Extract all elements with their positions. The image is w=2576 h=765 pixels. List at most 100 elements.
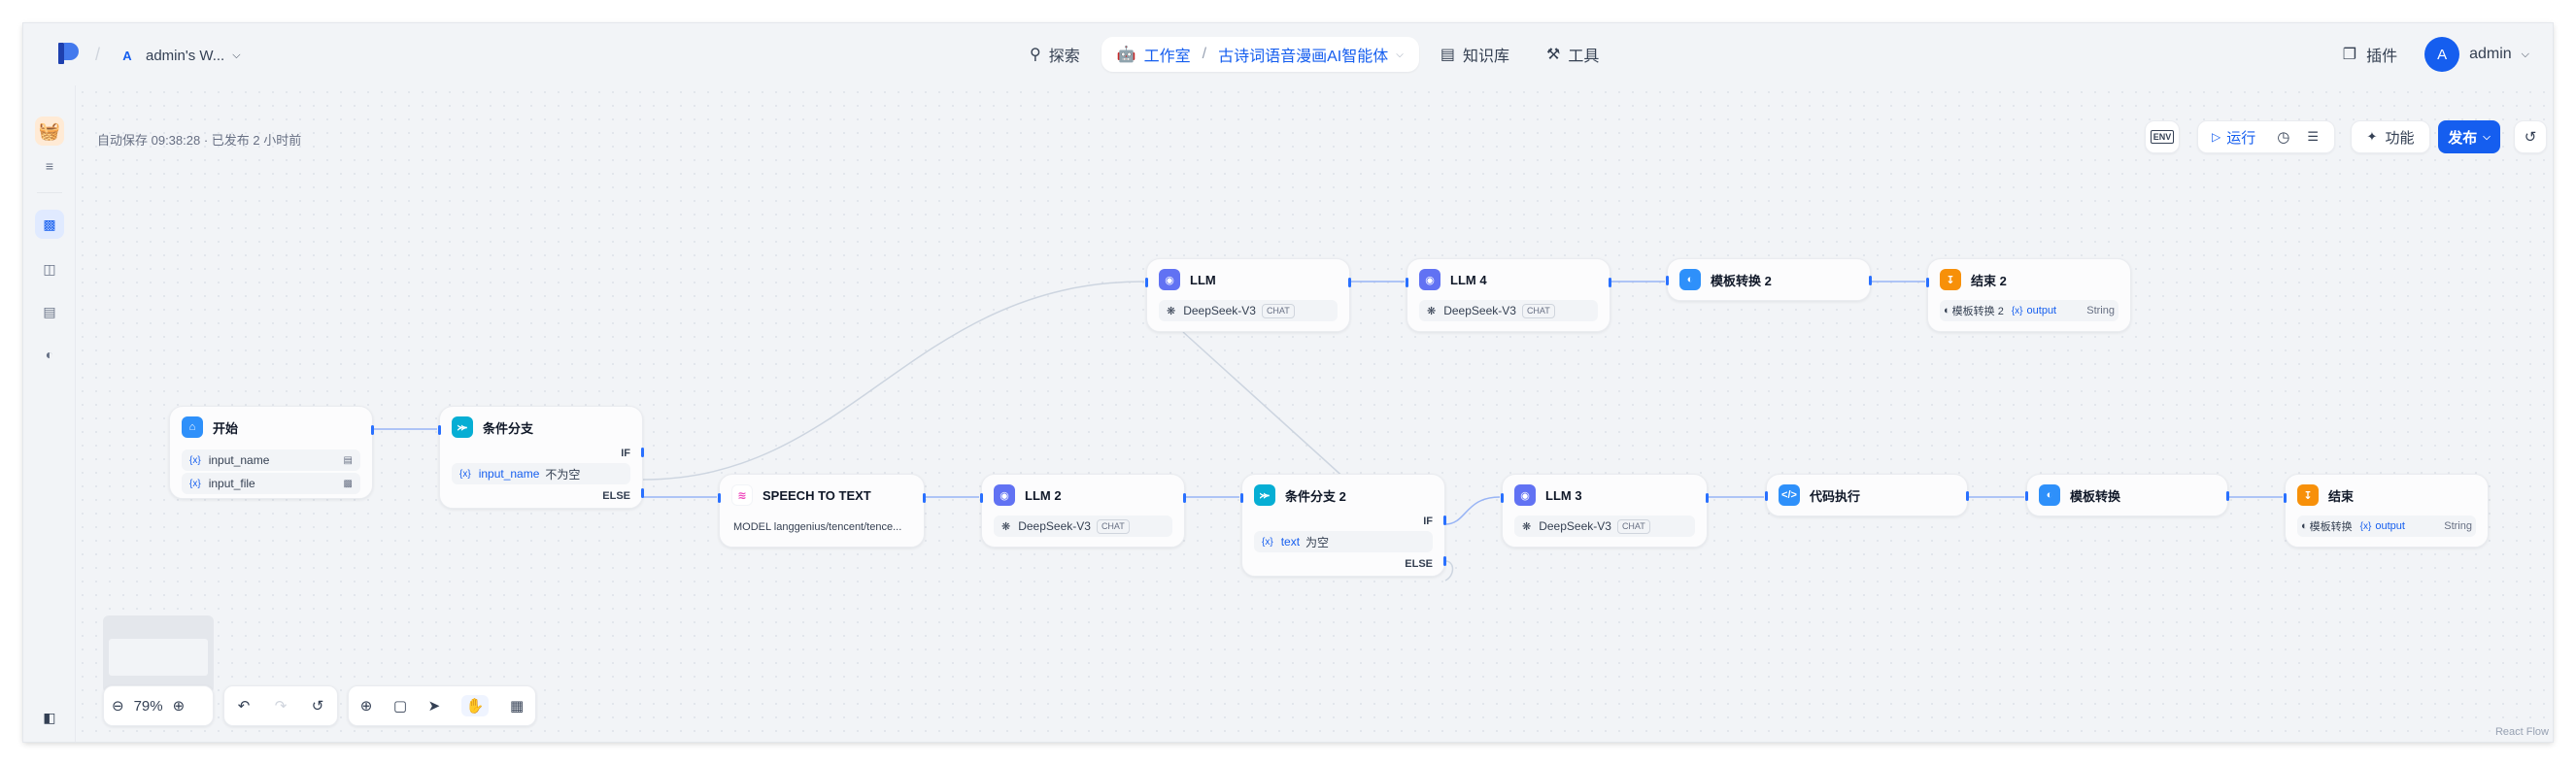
add-node-icon[interactable]: ⊕: [359, 698, 373, 715]
collapse-sidebar-icon[interactable]: ◧: [43, 709, 56, 725]
node-header: ↧ 结束: [2297, 484, 2354, 506]
output-var: output: [2026, 305, 2057, 316]
current-app-name[interactable]: 古诗词语音漫画AI智能体: [1218, 49, 1389, 65]
zoom-out-icon[interactable]: ⊖: [112, 698, 124, 715]
publish-button[interactable]: 发布 ⌵: [2438, 120, 2500, 153]
if-handle[interactable]: [641, 448, 644, 457]
node-end[interactable]: ↧ 结束 ◐ 模板转换 {x} output String: [2284, 474, 2489, 548]
variable-icon: {x}: [459, 468, 471, 480]
monitor-icon[interactable]: ◐: [45, 347, 54, 362]
user-menu[interactable]: A admin ⌵: [2424, 37, 2529, 72]
terminal-icon[interactable]: ◫: [43, 260, 56, 277]
output-handle[interactable]: [1183, 493, 1186, 503]
app-icon[interactable]: 🧺: [35, 116, 64, 146]
nav-explore[interactable]: ⚲ 探索: [1014, 37, 1096, 72]
node-llm-3[interactable]: ◉ LLM 3 ❋ DeepSeek-V3 CHAT: [1501, 474, 1709, 548]
react-flow-attribution[interactable]: React Flow: [2494, 726, 2549, 738]
mode-badge: CHAT: [1261, 303, 1295, 318]
cond-var: input_name: [478, 467, 540, 481]
node-title: 代码执行: [1810, 488, 1861, 504]
input-handle[interactable]: [438, 425, 441, 435]
dify-logo-icon[interactable]: [58, 41, 80, 66]
publish-label: 发布: [2448, 129, 2478, 147]
input-handle[interactable]: [1501, 493, 1504, 503]
nav-knowledge[interactable]: ▤ 知识库: [1425, 37, 1525, 72]
history-icon[interactable]: ↺: [311, 698, 324, 715]
workflow-icon[interactable]: ▩: [35, 210, 64, 239]
node-start[interactable]: ⌂ 开始 {x} input_name ▤ {x} input_file ▩: [169, 406, 374, 499]
add-note-icon[interactable]: ▢: [392, 698, 408, 715]
layout-icon[interactable]: ▦: [509, 698, 525, 715]
features-button[interactable]: ✦ 功能: [2351, 120, 2430, 153]
input-handle[interactable]: [2025, 491, 2028, 501]
var-name: input_file: [208, 477, 255, 490]
output-handle[interactable]: [1869, 276, 1872, 285]
zoom-in-icon[interactable]: ⊕: [172, 698, 186, 715]
else-label: ELSE: [602, 490, 630, 502]
if-handle[interactable]: [1443, 516, 1446, 525]
pointer-icon[interactable]: ➤: [427, 698, 441, 715]
input-handle[interactable]: [1145, 278, 1148, 287]
run-history-icon[interactable]: ◷: [2277, 129, 2290, 146]
mode-badge: CHAT: [1616, 518, 1650, 534]
output-handle[interactable]: [1609, 278, 1611, 287]
undo-icon[interactable]: ↶: [237, 698, 251, 715]
output-handle[interactable]: [1706, 493, 1709, 503]
model-row: ❋ DeepSeek-V3 CHAT: [1159, 300, 1338, 321]
hand-icon[interactable]: ✋: [460, 695, 490, 716]
input-handle[interactable]: [718, 493, 721, 503]
node-code[interactable]: </> 代码执行: [1765, 474, 1969, 516]
condition-row: {x} input_name 不为空: [452, 463, 630, 484]
history-icon: ↺: [2524, 129, 2537, 146]
output-var: output: [2375, 520, 2405, 532]
edge-if1-llm: [642, 281, 1145, 481]
output-handle[interactable]: [371, 425, 374, 435]
node-title: 开始: [213, 420, 239, 436]
plugins-button[interactable]: ❐ 插件: [2343, 43, 2397, 66]
chevron-down-icon[interactable]: ⌵: [1396, 49, 1404, 60]
version-history-button[interactable]: ↺: [2514, 120, 2547, 153]
node-llm-2[interactable]: ◉ LLM 2 ❋ DeepSeek-V3 CHAT: [980, 474, 1186, 548]
nav-studio[interactable]: 🤖 工作室 / 古诗词语音漫画AI智能体 ⌵: [1101, 37, 1419, 72]
input-handle[interactable]: [1406, 278, 1408, 287]
run-button[interactable]: ▷ 运行: [2212, 127, 2255, 148]
minimap[interactable]: [103, 615, 214, 693]
variable-icon: {x}: [2359, 520, 2372, 532]
node-end-2[interactable]: ↧ 结束 2 ◐ 模板转换 2 {x} output String: [1926, 258, 2131, 332]
node-header: ◉ LLM 3: [1514, 484, 1582, 506]
env-button[interactable]: ENV: [2145, 120, 2180, 153]
source-node: 模板转换 2: [1951, 306, 2004, 317]
logs-icon[interactable]: ▤: [43, 303, 56, 319]
workflow-canvas[interactable]: 自动保存 09:38:28 · 已发布 2 小时前 ENV ▷ 运行 ◷ ☰ ✦…: [76, 85, 2553, 742]
node-template[interactable]: ◐ 模板转换: [2025, 474, 2229, 516]
sliders-icon[interactable]: ≡: [45, 158, 54, 174]
input-handle[interactable]: [2284, 493, 2287, 503]
node-header: ↧ 结束 2: [1940, 269, 2007, 290]
cond-op: 不为空: [545, 467, 581, 482]
node-if-else-2[interactable]: ⪼ 条件分支 2 IF {x} text 为空 ELSE: [1240, 474, 1446, 577]
node-llm[interactable]: ◉ LLM ❋ DeepSeek-V3 CHAT: [1145, 258, 1351, 332]
output-handle[interactable]: [923, 493, 926, 503]
nav-tools[interactable]: ⚒ 工具: [1531, 37, 1614, 72]
file-icon: ▩: [343, 478, 353, 489]
else-handle[interactable]: [641, 488, 644, 498]
else-handle[interactable]: [1443, 556, 1446, 566]
input-handle[interactable]: [1926, 278, 1929, 287]
input-handle[interactable]: [1240, 493, 1243, 503]
node-speech-to-text[interactable]: ≋ SPEECH TO TEXT MODEL langgenius/tencen…: [718, 474, 926, 548]
zoom-level[interactable]: 79%: [133, 697, 163, 715]
input-handle[interactable]: [1765, 491, 1768, 501]
input-handle[interactable]: [1666, 276, 1669, 285]
output-handle[interactable]: [2226, 491, 2229, 501]
node-if-else-1[interactable]: ⪼ 条件分支 IF {x} input_name 不为空 ELSE: [438, 406, 644, 509]
node-llm-4[interactable]: ◉ LLM 4 ❋ DeepSeek-V3 CHAT: [1406, 258, 1611, 332]
node-template-2[interactable]: ◐ 模板转换 2: [1666, 258, 1872, 301]
workspace-switcher[interactable]: A admin's W... ⌵: [117, 45, 240, 66]
checklist-icon[interactable]: ☰: [2307, 129, 2319, 144]
output-handle[interactable]: [1966, 491, 1969, 501]
play-icon: ▷: [2212, 130, 2221, 144]
redo-icon[interactable]: ↷: [274, 698, 288, 715]
output-handle[interactable]: [1348, 278, 1351, 287]
cond-var: text: [1280, 535, 1301, 549]
input-handle[interactable]: [980, 493, 983, 503]
